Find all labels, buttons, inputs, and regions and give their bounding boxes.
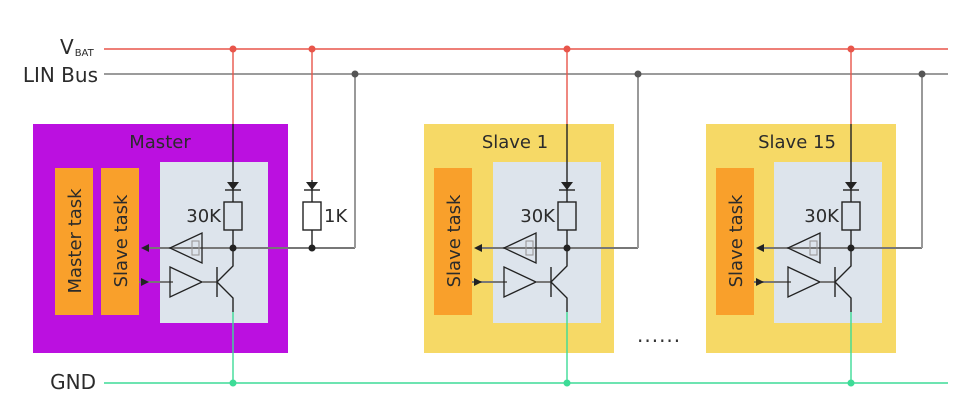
receiver-icon: [502, 231, 537, 265]
rx-arrow-icon: [141, 244, 149, 252]
transceiver-panel: [160, 162, 268, 323]
task-label: Master task: [65, 188, 86, 294]
gnd-label: GND: [50, 370, 96, 394]
receiver-icon: [168, 231, 203, 265]
gnd-junction: [229, 379, 237, 387]
driver-icon: [169, 265, 204, 299]
tx-arrow-icon: [756, 278, 764, 286]
task-label: Slave task: [111, 194, 132, 287]
tx-arrow-icon: [474, 278, 482, 286]
lin-junction: [634, 70, 642, 78]
task-label: Slave task: [444, 194, 465, 287]
node-title: Master: [129, 132, 191, 153]
receiver-icon: [786, 231, 821, 265]
lin-bus-label: LIN Bus: [23, 63, 98, 87]
lin-junction: [351, 70, 359, 78]
node-slave-1: Slave 1 Slave task 30K: [424, 49, 639, 383]
transceiver-panel: [493, 162, 601, 323]
rx-arrow-icon: [756, 244, 764, 252]
task-box: Slave task: [434, 168, 472, 315]
node-title: Slave 15: [758, 132, 836, 153]
task-box: Master task: [55, 168, 93, 315]
resistor-label: 30K: [520, 206, 556, 227]
gnd-junction: [847, 379, 855, 387]
task-label: Slave task: [726, 194, 747, 287]
tx-arrow-icon: [141, 278, 149, 286]
vbat-junction: [308, 45, 316, 53]
resistor-label: 30K: [186, 206, 222, 227]
vbat-junction: [847, 45, 855, 53]
task-box: Slave task: [716, 168, 754, 315]
master-pullup-1k: 1K: [302, 49, 348, 252]
vbat-label: VBAT: [60, 35, 95, 59]
vbat-junction: [229, 45, 237, 53]
rx-arrow-icon: [474, 244, 482, 252]
more-slaves-ellipsis: ......: [637, 323, 681, 347]
transceiver-panel: [774, 162, 882, 323]
gnd-junction: [563, 379, 571, 387]
resistor-1k-label: 1K: [324, 206, 348, 227]
node-title: Slave 1: [482, 132, 548, 153]
driver-icon: [503, 265, 538, 299]
resistor-label: 30K: [804, 206, 840, 227]
node-slave-15: Slave 15 Slave task 30K: [706, 49, 923, 383]
lin-junction: [918, 70, 926, 78]
driver-icon: [787, 265, 822, 299]
task-box: Slave task: [101, 168, 139, 315]
vbat-junction: [563, 45, 571, 53]
